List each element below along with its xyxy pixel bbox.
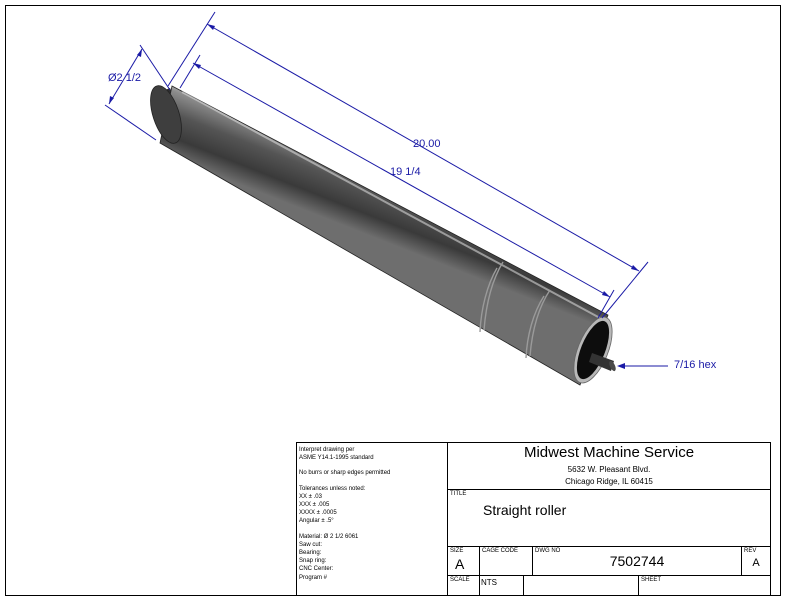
- dim-tube-length: 19 1/4: [390, 166, 421, 178]
- roller-tube: [150, 85, 609, 386]
- note-tol-angular: Angular ± .5°: [299, 518, 334, 525]
- note-program: Program #: [299, 574, 328, 581]
- note-tolerances-header: Tolerances unless noted:: [299, 485, 366, 492]
- note-tol-xx: XX ± .03: [299, 493, 322, 500]
- right-shaft: [589, 353, 616, 372]
- scale-label: SCALE: [450, 577, 470, 583]
- hex-callout: 7/16 hex: [674, 359, 717, 371]
- dwg-no-value: 7502744: [609, 553, 665, 569]
- drawing-title: Straight roller: [483, 502, 567, 518]
- rev-value: A: [752, 557, 760, 569]
- title-label: TITLE: [450, 491, 467, 497]
- note-bearing: Bearing:: [299, 550, 322, 557]
- company-address-line1: 5632 W. Pleasant Blvd.: [567, 465, 651, 474]
- note-snap-ring: Snap ring:: [299, 558, 327, 565]
- sheet-label: SHEET: [641, 577, 662, 583]
- roller-part: [150, 85, 616, 386]
- title-block-grid: [296, 442, 771, 596]
- groove-bands: [479, 261, 551, 359]
- dim-overall-length: 20.00: [413, 138, 441, 150]
- dimensions: [104, 11, 668, 369]
- company-address-line2: Chicago Ridge, IL 60415: [565, 477, 653, 486]
- scale-value: NTS: [481, 578, 497, 587]
- note-burrs: No burrs or sharp edges permitted: [299, 470, 391, 477]
- company-name: Midwest Machine Service: [523, 444, 695, 461]
- note-interpret-line1: Interpret drawing per: [299, 447, 355, 453]
- note-interpret-line2: ASME Y14.1-1995 standard: [299, 455, 374, 462]
- drawing-notes: Interpret drawing per ASME Y14.1-1995 st…: [299, 446, 445, 582]
- rev-label: REV: [744, 548, 757, 554]
- size-label: SIZE: [450, 548, 464, 554]
- size-value: A: [455, 556, 465, 572]
- right-end-cap: [573, 316, 613, 384]
- note-tol-xxxx: XXXX ± .0005: [299, 510, 337, 517]
- note-cnc-center: CNC Center:: [299, 566, 334, 573]
- dim-diameter: Ø2 1/2: [108, 72, 141, 84]
- cage-code-label: CAGE CODE: [482, 548, 519, 554]
- note-material: Material: Ø 2 1/2 6061: [299, 533, 359, 540]
- dwg-no-label: DWG NO: [535, 548, 561, 554]
- note-saw-cut: Saw cut:: [299, 541, 323, 548]
- note-tol-xxx: XXX ± .005: [299, 502, 330, 509]
